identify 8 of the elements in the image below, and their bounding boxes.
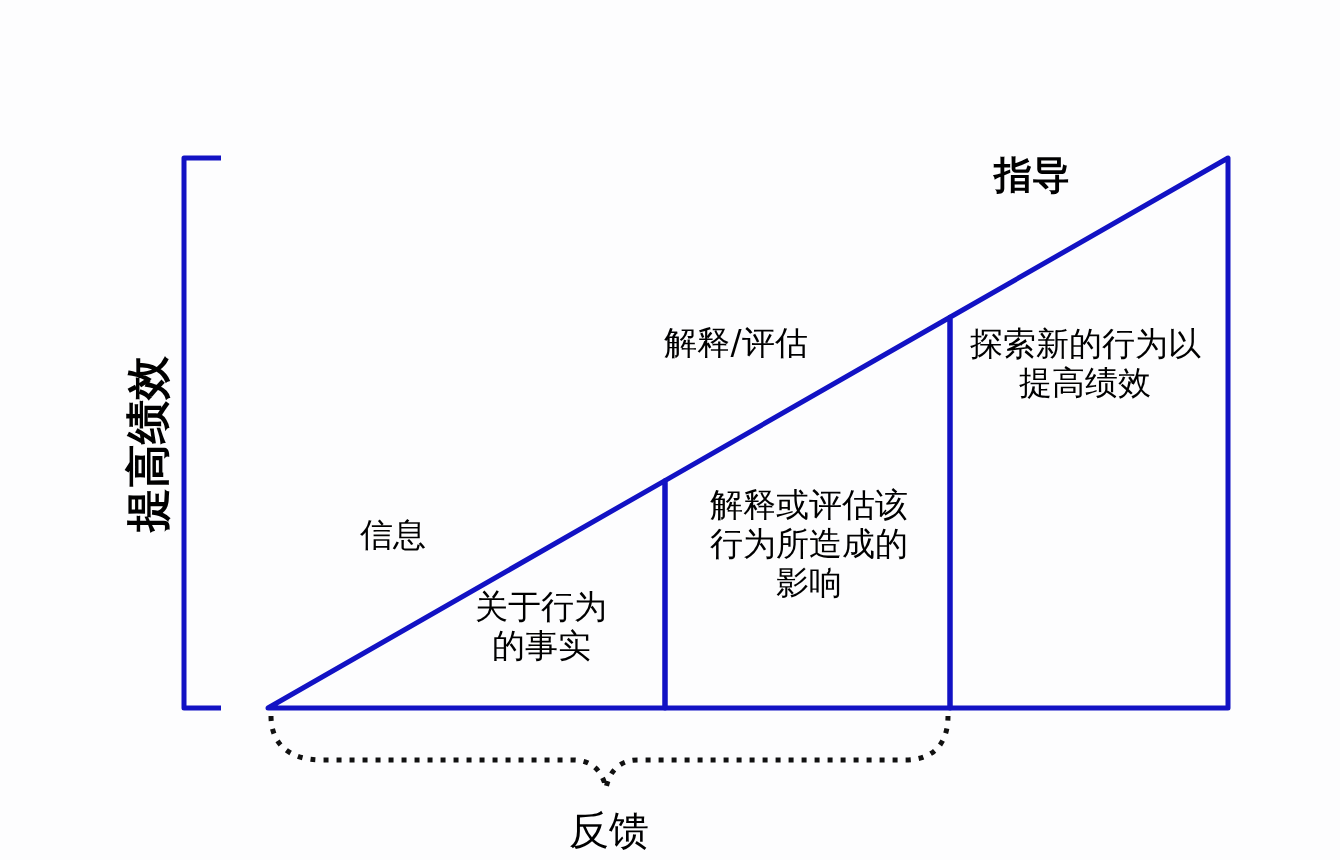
bracket-label: 提高绩效 — [126, 356, 170, 532]
section-heading: 指导 — [994, 152, 1070, 198]
section-text: 关于行为的事实 — [474, 588, 608, 666]
brace-label: 反馈 — [569, 810, 649, 850]
section-heading: 解释/评估 — [664, 323, 808, 363]
section-heading: 信息 — [360, 515, 426, 555]
section-text: 探索新的行为以提高绩效 — [968, 325, 1202, 403]
section-text: 解释或评估该行为所造成的影响 — [709, 485, 909, 603]
